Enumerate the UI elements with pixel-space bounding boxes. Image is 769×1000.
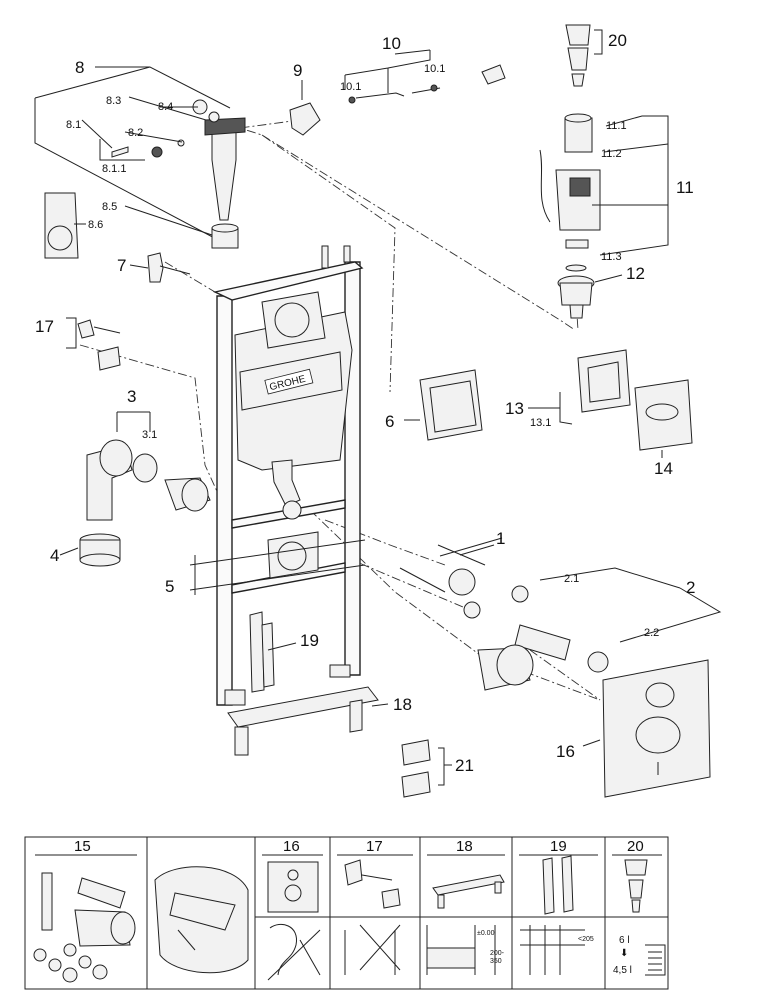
cell-17 xyxy=(344,859,401,975)
callout-10-1b: 10.1 xyxy=(424,63,445,75)
cell-19: <205 xyxy=(520,855,594,975)
callout-19: 19 xyxy=(300,631,319,650)
cell-toilet xyxy=(154,866,249,974)
callout-11: 11 xyxy=(676,178,694,197)
part-17 xyxy=(66,317,121,371)
table-header-15: 15 xyxy=(74,838,91,855)
cell-20: 6 l ⬇ 4,5 l xyxy=(613,859,666,976)
callout-14: 14 xyxy=(654,459,673,478)
part-2-pipe xyxy=(477,624,609,691)
dim-top: ±0.00 xyxy=(477,930,495,937)
part-13-frame xyxy=(559,349,631,425)
callout-10: 10 xyxy=(382,34,401,53)
part-1-bolts xyxy=(399,537,529,619)
part-7 xyxy=(147,252,191,283)
part-3-elbow xyxy=(86,411,158,521)
part-9-10 xyxy=(289,49,506,136)
part-21 xyxy=(401,739,445,798)
callout-21: 21 xyxy=(455,756,474,775)
callout-8-4: 8.4 xyxy=(158,101,173,113)
callout-8-1-1: 8.1.1 xyxy=(102,163,126,175)
callout-11-1: 11.1 xyxy=(606,120,627,132)
table-header-16: 16 xyxy=(283,838,300,855)
dim-range-b: 350 xyxy=(490,958,502,965)
callout-13-1: 13.1 xyxy=(530,417,551,429)
part-20 xyxy=(565,24,603,87)
part-19-brackets xyxy=(249,611,275,693)
callout-11-2: 11.2 xyxy=(601,148,622,160)
callout-8-5: 8.5 xyxy=(102,201,117,213)
callout-2-2: 2.2 xyxy=(644,627,659,639)
callout-18: 18 xyxy=(393,695,412,714)
flush-arrow: ⬇ xyxy=(620,948,628,959)
callout-8-6: 8.6 xyxy=(88,219,103,231)
callout-10-1a: 10.1 xyxy=(340,81,361,93)
callout-6: 6 xyxy=(385,412,394,431)
callout-2: 2 xyxy=(686,578,695,597)
callout-12: 12 xyxy=(626,264,645,283)
dim-205: <205 xyxy=(578,936,594,943)
part-18-base xyxy=(227,686,379,756)
part-11-fill-valve xyxy=(539,113,601,272)
callout-20: 20 xyxy=(608,31,627,50)
callout-17: 17 xyxy=(35,317,54,336)
callout-1: 1 xyxy=(496,529,505,548)
part-14-flush-plate xyxy=(634,379,693,451)
table-header-19: 19 xyxy=(550,838,567,855)
part-6-cover xyxy=(419,369,483,441)
flush-volume-6: 6 l xyxy=(619,935,630,946)
callout-7: 7 xyxy=(117,256,126,275)
cell-16 xyxy=(267,861,321,981)
part-16-soundpad xyxy=(602,659,711,798)
callout-8-1: 8.1 xyxy=(66,119,81,131)
callout-3: 3 xyxy=(127,387,136,406)
callout-13: 13 xyxy=(505,399,524,418)
callout-8-2: 8.2 xyxy=(128,127,143,139)
callout-2-1: 2.1 xyxy=(564,573,579,585)
callout-3-1: 3.1 xyxy=(142,429,157,441)
cell-15-kit xyxy=(33,872,136,983)
callout-4: 4 xyxy=(50,546,59,565)
pipe-connector xyxy=(164,477,211,512)
cell-18: ±0.00 200- 350 xyxy=(426,874,505,975)
table-header-18: 18 xyxy=(456,838,473,855)
callout-labels: 1 2 2.1 2.2 3 3.1 4 5 6 7 8 8.1 8.1.1 8.… xyxy=(35,31,695,775)
cistern: GROHE xyxy=(234,291,353,579)
table-header-20: 20 xyxy=(627,838,644,855)
table-header-17: 17 xyxy=(366,838,383,855)
callout-8-3: 8.3 xyxy=(106,95,121,107)
part-12 xyxy=(557,275,595,319)
callout-16: 16 xyxy=(556,742,575,761)
callout-9: 9 xyxy=(293,61,302,80)
part-8-group xyxy=(34,66,246,259)
callout-11-3: 11.3 xyxy=(601,251,622,263)
flush-volume-4-5: 4,5 l xyxy=(613,965,632,976)
callout-8: 8 xyxy=(75,58,84,77)
leader-lines xyxy=(59,66,722,766)
dim-range-a: 200- xyxy=(490,950,505,957)
accessory-table: 15 16 17 18 19 20 xyxy=(24,836,669,990)
part-4 xyxy=(79,533,121,567)
callout-5: 5 xyxy=(165,577,174,596)
